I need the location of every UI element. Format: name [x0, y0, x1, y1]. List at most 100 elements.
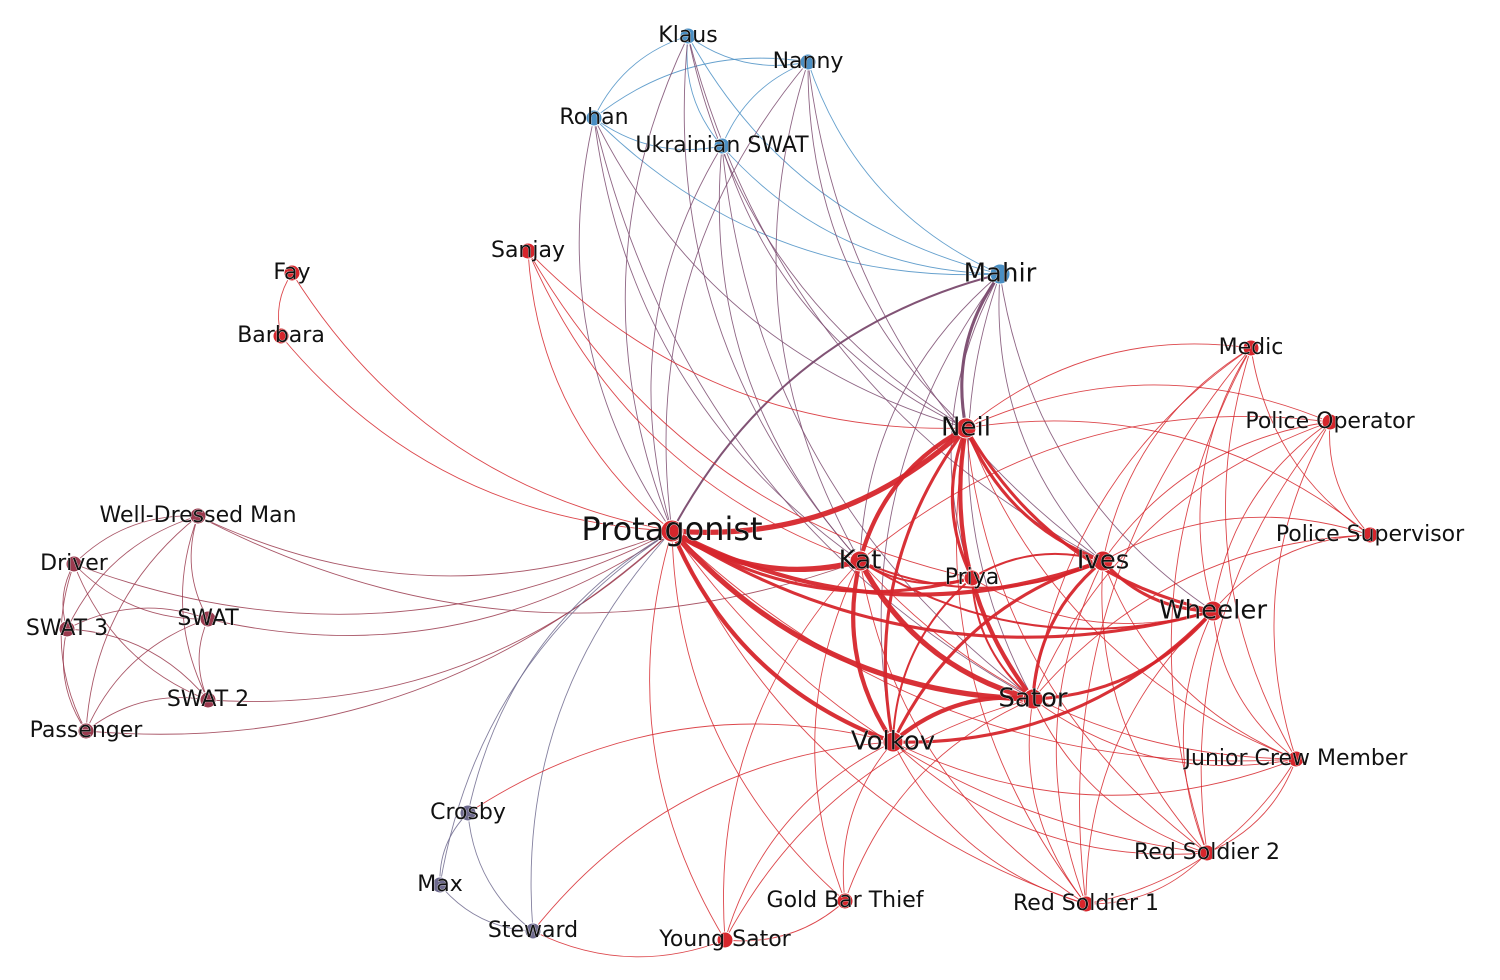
edge-nanny-kat: [775, 61, 861, 562]
node-priya[interactable]: Priya: [944, 565, 1000, 591]
node-polsup[interactable]: Police Supervisor: [1276, 522, 1466, 548]
node-label: Passenger: [30, 718, 144, 743]
node-dot[interactable]: [1361, 526, 1379, 544]
node-dot[interactable]: [1202, 600, 1224, 622]
node-dot[interactable]: [199, 691, 217, 709]
node-dot[interactable]: [882, 731, 904, 753]
node-dot[interactable]: [660, 519, 684, 543]
edge-swat2-swat3: [66, 628, 209, 701]
edge-driver-swat2: [73, 563, 209, 701]
node-passenger[interactable]: Passenger: [29, 718, 144, 744]
node-dot[interactable]: [1242, 339, 1260, 357]
edge-swat2-passenger: [85, 697, 209, 732]
node-dot[interactable]: [585, 109, 603, 127]
node-dot[interactable]: [713, 137, 731, 155]
node-dot[interactable]: [524, 922, 542, 940]
node-dot[interactable]: [1092, 550, 1114, 572]
node-barbara[interactable]: Barbara: [237, 323, 325, 349]
node-dot[interactable]: [199, 610, 217, 628]
node-dot[interactable]: [679, 27, 697, 45]
node-mahir[interactable]: Mahir: [963, 258, 1037, 289]
node-max[interactable]: Max: [417, 872, 463, 898]
edge-polsup-wheeler: [1212, 534, 1371, 612]
node-rs1[interactable]: Red Soldier 1: [1013, 891, 1160, 917]
edge-nanny-protagonist: [665, 61, 809, 532]
node-dot[interactable]: [1287, 750, 1305, 768]
node-protagonist[interactable]: Protagonist: [581, 510, 763, 549]
node-gbthief[interactable]: Gold Bar Thief: [766, 888, 925, 914]
edge-sanjay-priya: [527, 250, 973, 579]
edge-medic-rs1: [1079, 347, 1252, 905]
node-jcm[interactable]: Junior Crew Member: [1182, 746, 1409, 772]
node-label: SWAT 2: [167, 687, 249, 712]
node-volkov[interactable]: Volkov: [851, 726, 936, 757]
edge-polop-kat: [859, 416, 1331, 562]
edge-protagonist-crosby: [467, 530, 673, 814]
node-dot[interactable]: [1022, 688, 1044, 710]
edge-medic-jcm: [1225, 347, 1297, 760]
edge-layer: [60, 35, 1371, 958]
node-sanjay[interactable]: Sanjay: [491, 238, 566, 264]
node-ysator[interactable]: Young Sator: [658, 927, 792, 953]
node-swat3[interactable]: SWAT 3: [26, 616, 109, 642]
node-ukrswat[interactable]: Ukrainian SWAT: [635, 133, 809, 159]
node-label: Max: [417, 872, 462, 897]
node-dot[interactable]: [1198, 844, 1216, 862]
edge-medic-sator: [1032, 347, 1252, 700]
edge-klaus-nanny: [687, 35, 809, 66]
node-steward[interactable]: Steward: [488, 918, 579, 944]
node-dot[interactable]: [431, 876, 449, 894]
edge-kat-ysator: [723, 560, 861, 941]
edge-priya-volkov: [892, 577, 973, 743]
node-fay[interactable]: Fay: [273, 260, 311, 286]
node-nanny[interactable]: Nanny: [772, 49, 844, 75]
node-medic[interactable]: Medic: [1218, 335, 1284, 361]
node-sator[interactable]: Sator: [998, 683, 1068, 714]
node-dot[interactable]: [963, 569, 981, 587]
node-dot[interactable]: [799, 53, 817, 71]
node-dot[interactable]: [272, 327, 290, 345]
node-crosby[interactable]: Crosby: [430, 800, 506, 826]
node-dot[interactable]: [519, 242, 537, 260]
edge-mahir-ives: [998, 273, 1104, 562]
node-label: Medic: [1219, 335, 1284, 360]
node-rs2[interactable]: Red Soldier 2: [1134, 840, 1281, 866]
edge-rohan-mahir: [593, 117, 1001, 276]
node-dot[interactable]: [65, 555, 83, 573]
edge-volkov-steward: [532, 741, 894, 932]
node-dot[interactable]: [189, 507, 207, 525]
node-dot[interactable]: [1077, 895, 1095, 913]
node-neil[interactable]: Neil: [941, 412, 992, 443]
node-wheeler[interactable]: Wheeler: [1159, 595, 1268, 626]
node-driver[interactable]: Driver: [40, 551, 109, 577]
edge-polsup-sator: [1032, 534, 1371, 700]
node-kat[interactable]: Kat: [838, 545, 882, 576]
node-dot[interactable]: [459, 804, 477, 822]
edge-swat-passenger: [85, 618, 209, 732]
edge-wheeler-jcm: [1212, 610, 1297, 760]
node-dot[interactable]: [836, 892, 854, 910]
edge-wdman-swat: [190, 515, 209, 620]
node-wdman[interactable]: Well-Dressed Man: [99, 503, 297, 529]
edge-polop-ives: [1102, 421, 1331, 562]
node-swat2[interactable]: SWAT 2: [167, 687, 250, 713]
node-ives[interactable]: Ives: [1076, 545, 1130, 576]
edge-sanjay-kat: [527, 250, 861, 562]
node-dot[interactable]: [77, 722, 95, 740]
node-dot[interactable]: [1321, 413, 1339, 431]
edge-ukrswat-sator: [721, 145, 1034, 700]
edge-polop-neil: [965, 384, 1331, 429]
node-dot[interactable]: [849, 550, 871, 572]
node-dot[interactable]: [58, 620, 76, 638]
node-polop[interactable]: Police Operator: [1245, 409, 1416, 435]
node-dot[interactable]: [955, 417, 977, 439]
node-dot[interactable]: [716, 931, 734, 949]
edge-neil-rs1: [956, 427, 1087, 905]
node-swat[interactable]: SWAT: [177, 606, 239, 632]
edge-medic-polsup: [1250, 347, 1371, 536]
node-dot[interactable]: [989, 263, 1011, 285]
edge-sanjay-neil: [527, 250, 967, 429]
node-dot[interactable]: [283, 264, 301, 282]
node-klaus[interactable]: Klaus: [658, 23, 718, 49]
node-rohan[interactable]: Rohan: [559, 105, 629, 131]
